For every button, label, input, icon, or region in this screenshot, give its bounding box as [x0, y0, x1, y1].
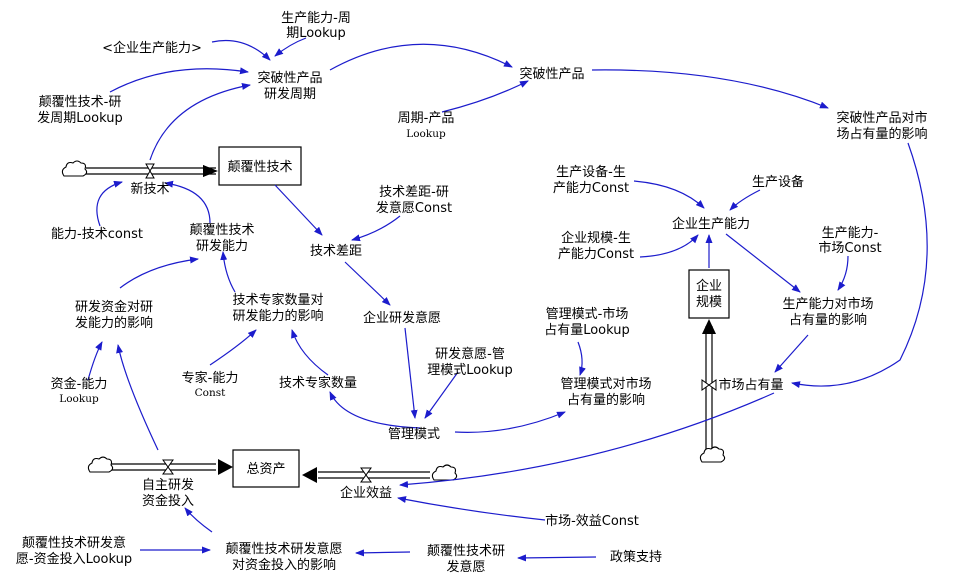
node-willingness-funding-lookup-line2: 愿-资金投入Lookup	[16, 551, 132, 567]
node-mgmt-mode: 管理模式	[388, 427, 440, 442]
node-enterprise-capacity: 企业生产能力	[672, 216, 750, 232]
cloud-icon	[431, 464, 458, 481]
node-willingness-funding-effect: 颠覆性技术研发意愿	[225, 541, 342, 557]
node-funding-capacity-lookup-line2: Lookup	[59, 393, 99, 405]
variable-labels: 生产能力-周 期Lookup <企业生产能力> 突破性产品 研发周期 突破性产品…	[16, 11, 928, 575]
node-willingness-mgmt-lookup-line2: 理模式Lookup	[427, 363, 513, 378]
node-breakthrough-rd-cycle: 突破性产品	[257, 70, 322, 86]
flow-self-funding	[87, 456, 233, 475]
node-market-share: 市场占有量	[718, 377, 783, 393]
node-scale-capacity-const: 企业规模-生	[561, 230, 631, 246]
valve-icon	[701, 379, 717, 391]
node-scale-capacity-const-line2: 产能力Const	[558, 247, 634, 262]
flow-new-tech	[61, 160, 218, 179]
node-policy-support: 政策支持	[610, 549, 662, 565]
cloud-icon	[87, 456, 114, 473]
stock-enterprise-scale	[688, 269, 730, 319]
node-new-tech: 新技术	[130, 181, 169, 197]
node-breakthrough-market-effect: 突破性产品对市	[836, 110, 927, 126]
node-willingness-mgmt-lookup: 研发意愿-管	[435, 346, 505, 362]
node-capacity-market-const-line2: 市场Const	[818, 240, 881, 256]
node-funding-effect-line2: 发能力的影响	[75, 315, 153, 331]
node-self-funding-line2: 资金投入	[142, 493, 194, 509]
node-disruptive-willingness-line2: 发意愿	[446, 559, 485, 575]
node-rd-willingness: 企业研发意愿	[363, 310, 441, 326]
stock-disruptive-tech	[218, 146, 302, 186]
node-willingness-funding-effect-line2: 对资金投入的影响	[232, 557, 336, 573]
node-disruptive-rd-capacity: 颠覆性技术	[189, 223, 254, 238]
node-enterprise-capacity-shadow: <企业生产能力>	[102, 40, 202, 56]
node-cycle-product-lookup-line2: Lookup	[406, 128, 446, 140]
node-gap-willingness-const: 技术差距-研	[379, 185, 449, 200]
node-funding-capacity-lookup: 资金-能力	[51, 376, 108, 392]
node-expert-capacity-const: 专家-能力	[182, 370, 239, 386]
node-disruptive-cycle-lookup-line2: 发周期Lookup	[37, 110, 123, 126]
node-capacity-tech-const: 能力-技术const	[51, 227, 143, 242]
node-self-funding: 自主研发	[142, 477, 194, 493]
node-gap-willingness-const-line2: 发意愿Const	[376, 200, 452, 216]
node-tech-gap: 技术差距	[310, 244, 362, 259]
node-capacity-market-effect: 生产能力对市场	[782, 296, 873, 312]
valve-icon	[162, 459, 174, 475]
node-mgmt-market-effect-line2: 占有量的影响	[567, 392, 645, 408]
node-mgmt-market-effect: 管理模式对市场	[560, 376, 651, 392]
node-breakthrough-product: 突破性产品	[519, 66, 584, 82]
node-equipment-capacity-const: 生产设备-生	[556, 164, 626, 180]
node-expert-effect-line2: 研发能力的影响	[232, 308, 323, 324]
node-breakthrough-rd-cycle-line2: 研发周期	[264, 86, 316, 102]
node-mgmt-market-lookup-line2: 占有量Lookup	[544, 323, 630, 338]
node-expert-count: 技术专家数量	[279, 375, 357, 391]
node-market-benefit-const: 市场-效益Const	[545, 513, 639, 529]
node-total-assets: 总资产	[246, 462, 285, 477]
cloud-icon	[699, 446, 726, 463]
node-enterprise-scale-line2: 规模	[696, 295, 722, 310]
stock-total-assets	[232, 449, 300, 488]
node-mgmt-market-lookup: 管理模式-市场	[546, 306, 629, 322]
node-disruptive-tech: 颠覆性技术	[227, 160, 292, 175]
node-enterprise-scale: 企业	[696, 278, 722, 294]
node-enterprise-benefit: 企业效益	[340, 485, 392, 501]
node-disruptive-willingness: 颠覆性技术研	[427, 544, 505, 559]
node-capacity-cycle-lookup-line2: 期Lookup	[286, 26, 346, 41]
node-funding-effect: 研发资金对研	[75, 299, 153, 315]
valve-icon	[360, 467, 372, 483]
valve-icon	[145, 163, 155, 179]
node-disruptive-rd-capacity-line2: 研发能力	[196, 238, 248, 254]
node-capacity-market-effect-line2: 占有量的影响	[789, 312, 867, 328]
node-capacity-cycle-lookup: 生产能力-周	[281, 11, 351, 26]
cloud-icon	[61, 160, 88, 177]
node-cycle-product-lookup: 周期-产品	[398, 111, 455, 126]
node-equipment-capacity-const-line2: 产能力Const	[553, 181, 629, 196]
node-capacity-market-const: 生产能力-	[822, 226, 879, 241]
node-willingness-funding-lookup: 颠覆性技术研发意	[22, 535, 126, 551]
flow-enterprise-scale	[699, 319, 726, 463]
node-expert-capacity-const-line2: Const	[195, 387, 227, 399]
node-breakthrough-market-effect-line2: 场占有量的影响	[836, 126, 927, 142]
flow-enterprise-benefit	[302, 464, 458, 483]
causal-links	[87, 37, 928, 562]
node-expert-effect: 技术专家数量对	[232, 292, 323, 308]
node-production-equipment: 生产设备	[752, 174, 804, 190]
node-disruptive-cycle-lookup: 颠覆性技术-研	[39, 95, 122, 110]
